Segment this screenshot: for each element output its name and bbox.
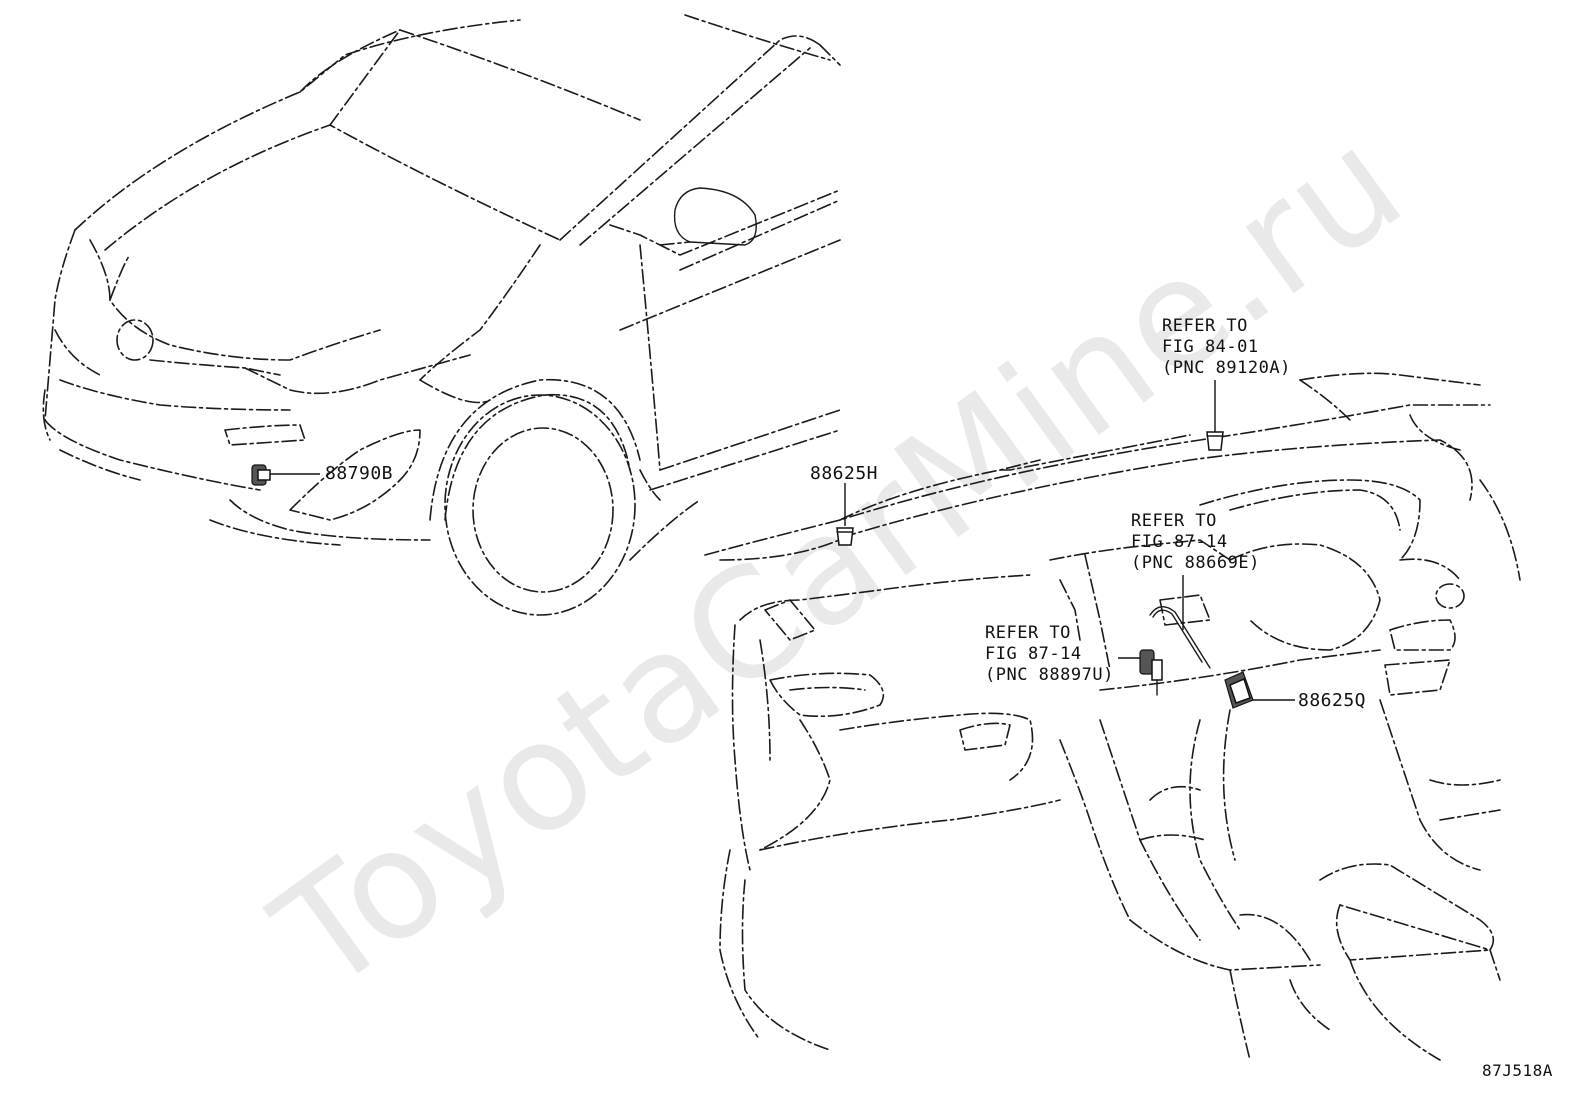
label-88625q: 88625Q (1298, 690, 1367, 711)
clip-89120a-part (1206, 380, 1224, 451)
car-front-view (42, 14, 841, 616)
refer-top-line-2: FIG 84-01 (1162, 337, 1259, 357)
clip-88625h-part (836, 483, 854, 546)
label-88790b: 88790B (325, 463, 394, 484)
hose-88669e-part (1149, 575, 1211, 669)
refer-low-line-2: FIG 87-14 (985, 644, 1082, 664)
sensor-88897u-part (1118, 649, 1163, 696)
unit-88625q-part (1224, 671, 1295, 709)
refer-mid-line-1: REFER TO (1131, 511, 1217, 531)
refer-low-line-1: REFER TO (985, 623, 1071, 643)
sensor-88790b-part (251, 464, 320, 486)
refer-top-line-1: REFER TO (1162, 316, 1248, 336)
drawing-code: 87J518A (1482, 1061, 1553, 1080)
refer-mid-line-3: (PNC 88669E) (1131, 553, 1260, 573)
refer-top-line-3: (PNC 89120A) (1162, 358, 1291, 378)
refer-mid-line-2: FIG 87-14 (1131, 532, 1228, 552)
dashboard-view (704, 372, 1521, 1061)
refer-low-line-3: (PNC 88897U) (985, 665, 1114, 685)
label-88625h: 88625H (810, 463, 879, 484)
